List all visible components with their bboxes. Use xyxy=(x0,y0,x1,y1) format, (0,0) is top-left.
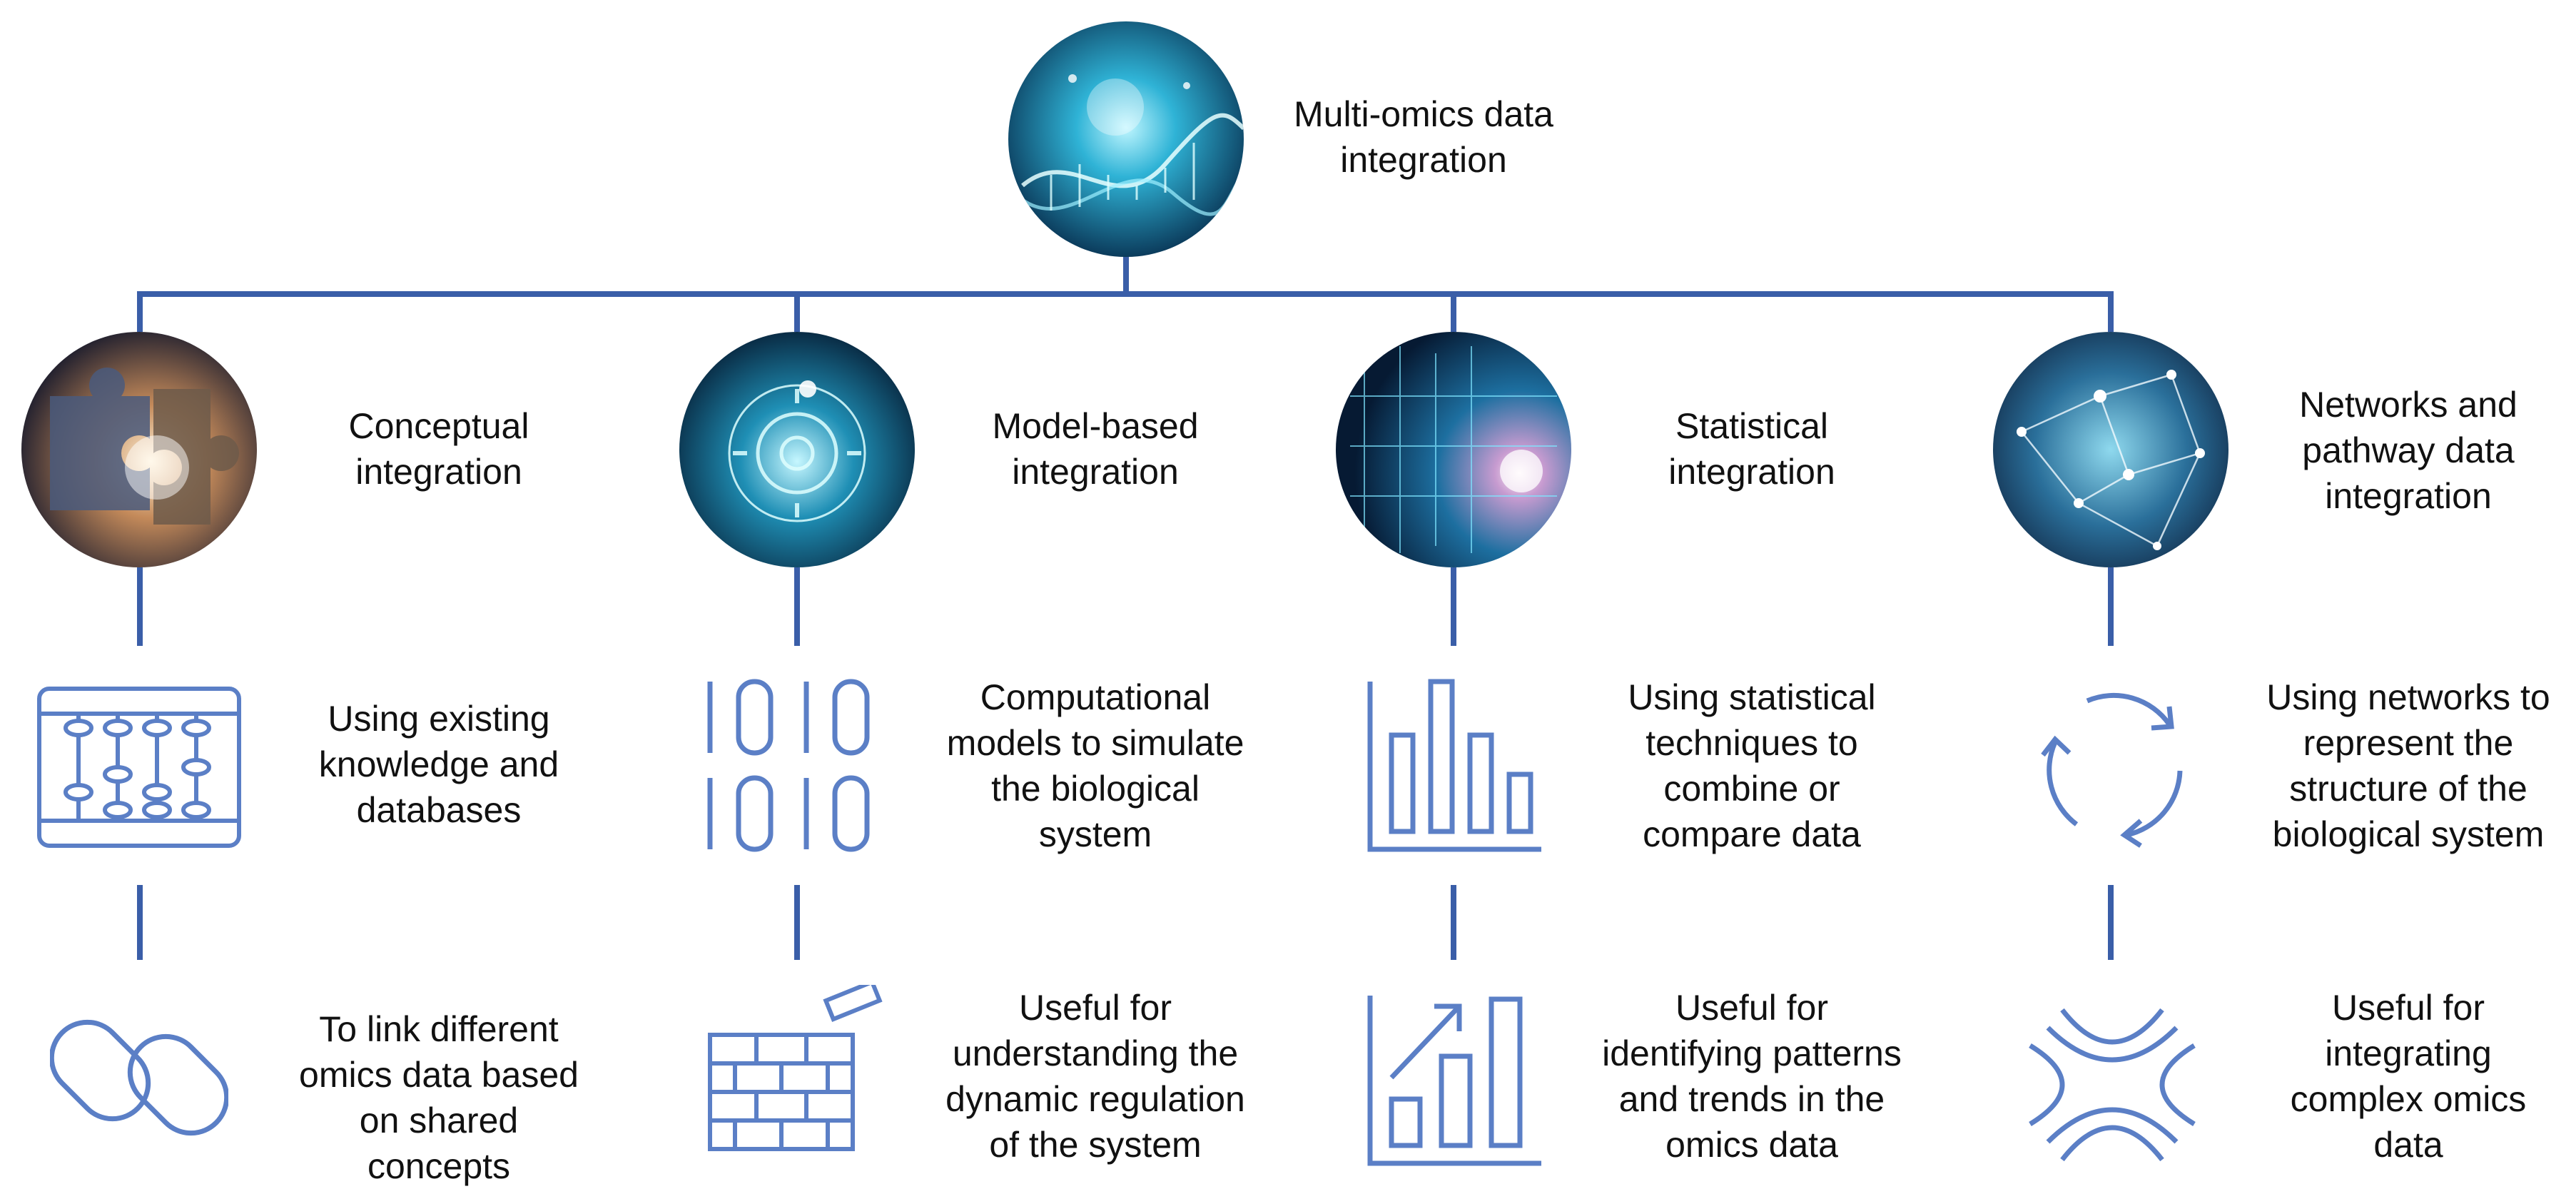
cycle-arrows-icon xyxy=(2041,692,2183,848)
statistical-description: Using statistical techniques to combine … xyxy=(1628,677,1876,854)
conceptual-usefulness: To link different omics data based on sh… xyxy=(299,1009,579,1186)
root-image xyxy=(1008,21,1244,257)
model-based-description: Computational models to simulate the bio… xyxy=(946,677,1244,854)
conceptual-title: Conceptual integration xyxy=(348,406,529,492)
converge-arrows-icon xyxy=(2029,1008,2196,1162)
statistical-image xyxy=(1336,332,1571,567)
model-based-image xyxy=(679,332,915,567)
bar-chart-icon xyxy=(1367,679,1541,852)
statistical-usefulness: Useful for identifying patterns and tren… xyxy=(1602,988,1902,1165)
brick-wall-icon xyxy=(708,985,883,1151)
networks-image xyxy=(1993,332,2228,567)
conceptual-image xyxy=(21,332,257,567)
networks-usefulness: Useful for integrating complex omics dat… xyxy=(2290,988,2527,1165)
model-based-title: Model-based integration xyxy=(992,406,1199,492)
statistical-title: Statistical integration xyxy=(1668,406,1835,492)
abacus-icon xyxy=(37,687,241,848)
binary-code-icon xyxy=(707,679,870,852)
conceptual-description: Using existing knowledge and databases xyxy=(318,699,559,830)
chain-link-icon xyxy=(50,1019,228,1136)
trend-chart-icon xyxy=(1367,996,1541,1166)
model-based-usefulness: Useful for understanding the dynamic reg… xyxy=(945,988,1245,1165)
networks-description: Using networks to represent the structur… xyxy=(2266,677,2550,854)
root-title: Multi-omics data integration xyxy=(1294,94,1553,180)
networks-title: Networks and pathway data integration xyxy=(2299,385,2517,516)
